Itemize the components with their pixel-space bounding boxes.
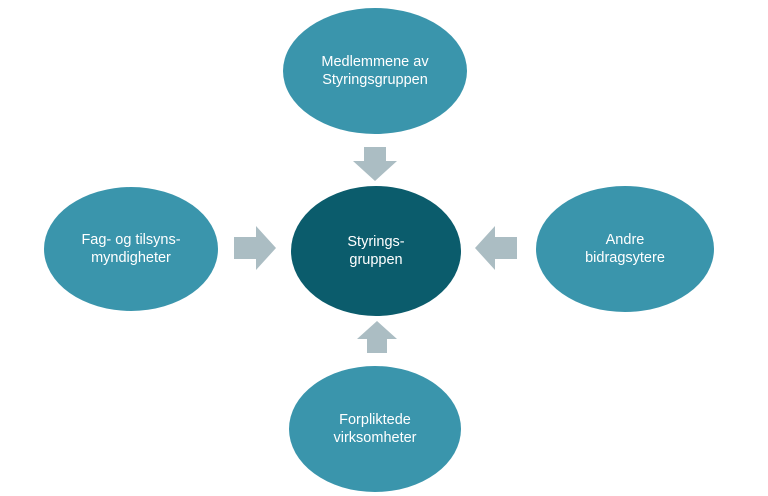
arrow-down-icon — [353, 147, 397, 181]
node-label-line: gruppen — [349, 252, 403, 268]
node-label-line: Styrings- — [347, 234, 405, 250]
node-label-line: Forpliktede — [339, 412, 411, 428]
arrow-up-icon — [357, 321, 397, 353]
arrow-shape — [357, 321, 397, 353]
node-forpliktede-virksomheter: Forpliktede virksomheter — [289, 366, 461, 492]
arrow-right-icon — [234, 226, 276, 270]
node-medlemmene-av-styringsgruppen: Medlemmene av Styringsgruppen — [283, 8, 467, 134]
node-label: Forpliktede virksomheter — [334, 411, 417, 447]
arrow-shape — [475, 226, 517, 270]
node-label: Andre bidragsytere — [585, 231, 665, 267]
node-label-line: virksomheter — [333, 430, 417, 446]
node-label-line: Fag- og tilsyns- — [81, 232, 181, 248]
node-label-line: Andre — [605, 232, 645, 248]
node-fag-og-tilsynsmyndigheter: Fag- og tilsyns- myndigheter — [44, 187, 218, 311]
arrow-shape — [234, 226, 276, 270]
arrow-left-icon — [475, 226, 517, 270]
node-label-line: Medlemmene av — [321, 54, 429, 70]
node-label: Fag- og tilsyns- myndigheter — [81, 231, 180, 267]
node-label-line: Styringsgruppen — [322, 72, 428, 88]
node-label-line: bidragsytere — [585, 250, 665, 266]
node-label: Medlemmene av Styringsgruppen — [321, 53, 428, 89]
arrow-shape — [353, 147, 397, 181]
node-styringsgruppen-center: Styrings- gruppen — [291, 186, 461, 316]
node-andre-bidragsytere: Andre bidragsytere — [536, 186, 714, 312]
node-label: Styrings- gruppen — [347, 233, 404, 269]
node-label-line: myndigheter — [91, 250, 171, 266]
